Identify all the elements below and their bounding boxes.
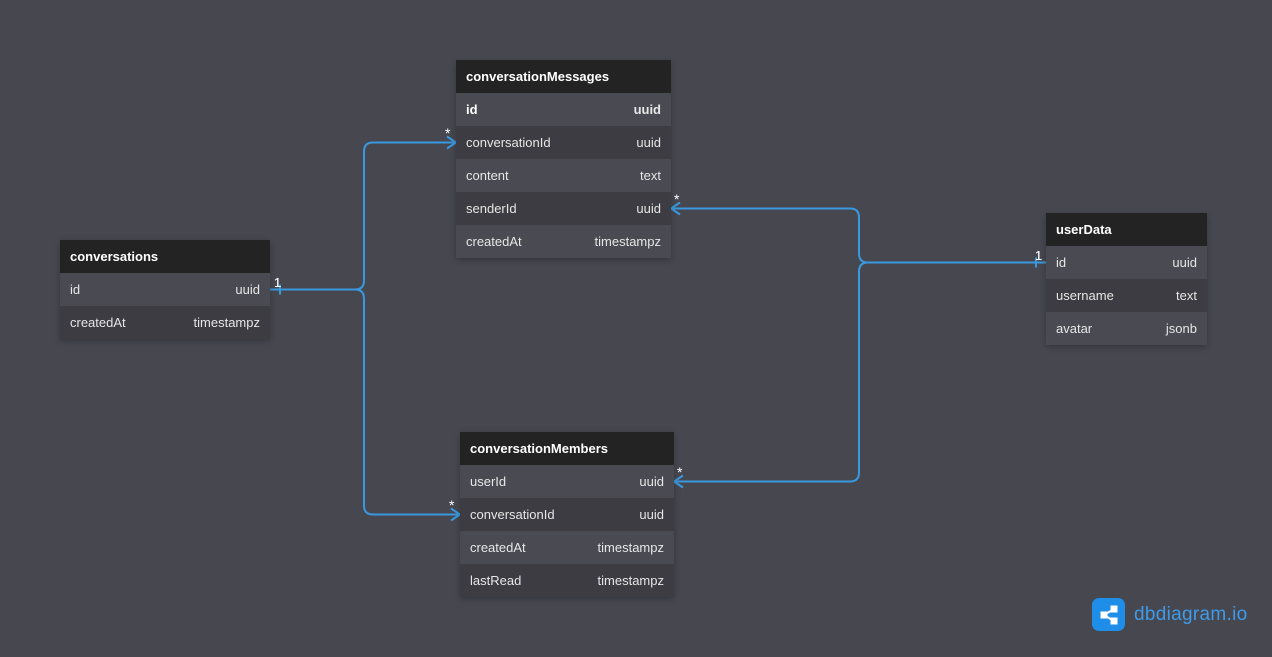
cardinality-one-label: 1 — [1035, 247, 1043, 263]
relationship-line[interactable] — [671, 207, 1046, 264]
brand-name-part2: .io — [1226, 603, 1248, 625]
field-row[interactable]: content text — [456, 159, 671, 192]
share-icon — [1092, 598, 1125, 631]
field-type: uuid — [235, 282, 260, 297]
field-type: uuid — [639, 507, 664, 522]
field-name: id — [1056, 255, 1067, 270]
cardinality-one-label: 1 — [1035, 247, 1043, 263]
brand-name: dbdiagram.io — [1134, 604, 1247, 626]
field-row[interactable]: conversationId uuid — [456, 126, 671, 159]
field-type: uuid — [639, 474, 664, 489]
field-type: jsonb — [1165, 321, 1197, 336]
field-name: userId — [470, 474, 507, 489]
cardinality-one-label: 1 — [274, 274, 282, 290]
table-header[interactable]: userData — [1046, 213, 1207, 246]
field-row[interactable]: avatar jsonb — [1046, 312, 1207, 345]
field-type: timestampz — [594, 234, 661, 249]
field-type: uuid — [636, 135, 661, 150]
table-header[interactable]: conversationMessages — [456, 60, 671, 93]
field-type: timestampz — [597, 573, 664, 588]
cardinality-one-label: 1 — [274, 274, 282, 290]
field-row[interactable]: id uuid — [1046, 246, 1207, 279]
field-type: uuid — [636, 201, 661, 216]
cardinality-many-label: * — [449, 496, 455, 513]
field-type: text — [640, 168, 661, 183]
field-name: content — [466, 168, 509, 183]
relationship-line[interactable] — [270, 288, 460, 516]
field-row[interactable]: conversationId uuid — [460, 498, 674, 531]
field-name: id — [466, 102, 478, 117]
many-marker — [672, 474, 684, 489]
cardinality-many-label: * — [445, 124, 451, 141]
field-name: senderId — [466, 201, 517, 216]
cardinality-many-label: * — [677, 463, 683, 480]
field-row[interactable]: userId uuid — [460, 465, 674, 498]
cardinality-many-label: * — [674, 190, 680, 207]
field-name: conversationId — [470, 507, 555, 522]
field-type: uuid — [633, 102, 661, 117]
field-row[interactable]: senderId uuid — [456, 192, 671, 225]
field-type: timestampz — [597, 540, 664, 555]
brand-name-part1: dbdiagram — [1134, 603, 1227, 625]
field-row[interactable]: username text — [1046, 279, 1207, 312]
table-userData[interactable]: userData id uuid username text avatar jsonb — [1046, 213, 1207, 345]
brand-logo[interactable]: dbdiagram.io — [1092, 598, 1247, 631]
field-name: createdAt — [466, 234, 522, 249]
field-row[interactable]: lastRead timestampz — [460, 564, 674, 597]
field-type: uuid — [1172, 255, 1197, 270]
relationship-line[interactable] — [270, 141, 456, 291]
relationship-line[interactable] — [674, 261, 1046, 483]
table-header[interactable]: conversationMembers — [460, 432, 674, 465]
field-name: lastRead — [470, 573, 522, 588]
field-row[interactable]: createdAt timestampz — [60, 306, 270, 339]
field-name: createdAt — [70, 315, 126, 330]
field-row[interactable]: id uuid — [60, 273, 270, 306]
field-row[interactable]: createdAt timestampz — [460, 531, 674, 564]
field-type: text — [1176, 288, 1197, 303]
field-name: createdAt — [470, 540, 526, 555]
table-header[interactable]: conversations — [60, 240, 270, 273]
field-name: conversationId — [466, 135, 551, 150]
field-row[interactable]: createdAt timestampz — [456, 225, 671, 258]
many-marker — [669, 201, 681, 216]
field-row[interactable]: id uuid — [456, 93, 671, 126]
field-type: timestampz — [193, 315, 260, 330]
field-name: username — [1056, 288, 1114, 303]
field-name: id — [70, 282, 81, 297]
field-name: avatar — [1056, 321, 1093, 336]
table-conversations[interactable]: conversations id uuid createdAt timestampz — [60, 240, 270, 339]
